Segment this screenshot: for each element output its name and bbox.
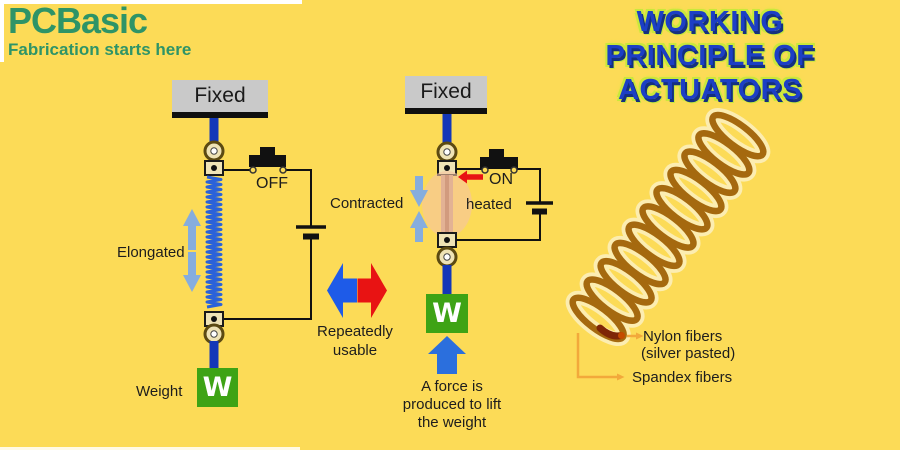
switch-button-icon bbox=[489, 149, 504, 159]
circuit-wire bbox=[224, 238, 312, 320]
clevis-hole-icon bbox=[210, 147, 218, 155]
switch-button-icon bbox=[260, 147, 275, 157]
weight-box-right: W bbox=[426, 294, 468, 333]
repeatedly-usable-caption: Repeatedly usable bbox=[305, 322, 405, 360]
muscle-core-icon bbox=[445, 175, 449, 233]
lift-force-arrow-icon bbox=[428, 336, 466, 374]
right-actuator-diagram bbox=[410, 114, 483, 374]
spandex-fibers-label: Spandex fibers bbox=[632, 369, 733, 386]
nylon-fibers-label: Nylon fibers bbox=[643, 328, 723, 345]
on-label: ON bbox=[489, 171, 513, 188]
weight-box-left: W bbox=[197, 368, 238, 407]
right-circuit bbox=[456, 149, 553, 241]
left-circuit bbox=[224, 147, 326, 320]
caption-line: A force is bbox=[421, 378, 483, 395]
coil-tip-dot-icon bbox=[618, 332, 625, 339]
circuit-wire bbox=[516, 168, 541, 202]
caption-line: the weight bbox=[417, 414, 487, 431]
caption-line: produced to lift bbox=[402, 396, 502, 413]
clevis-hole-icon bbox=[210, 330, 218, 338]
caption-line: Repeatedly bbox=[317, 323, 393, 340]
contracted-label: Contracted bbox=[330, 195, 404, 212]
swap-right-arrow-icon bbox=[357, 263, 387, 318]
spandex-arrowhead-icon bbox=[617, 373, 625, 381]
rod-icon bbox=[209, 341, 219, 368]
switch-terminal-icon bbox=[279, 166, 287, 174]
off-label: OFF bbox=[256, 175, 288, 192]
coil-annotations bbox=[576, 332, 644, 381]
circuit-wire bbox=[285, 169, 312, 226]
switch-cap-icon bbox=[249, 155, 286, 167]
clevis-hole-icon bbox=[443, 148, 451, 156]
weight-label: Weight bbox=[136, 383, 183, 400]
frame-edge-left bbox=[0, 0, 4, 62]
spring-fiber-icon bbox=[205, 175, 223, 309]
rod-icon bbox=[209, 118, 219, 145]
terminal-dot-icon bbox=[211, 316, 217, 322]
frame-edge-top bbox=[0, 0, 302, 4]
caption-line: usable bbox=[332, 342, 378, 359]
clevis-hole-icon bbox=[443, 253, 451, 261]
logo-tagline: Fabrication starts here bbox=[8, 40, 192, 59]
spandex-pointer-line bbox=[576, 333, 617, 379]
switch-terminal-icon bbox=[249, 166, 257, 174]
page-title: WORKING PRINCIPLE OF ACTUATORS bbox=[575, 5, 845, 107]
left-actuator-diagram bbox=[183, 118, 225, 368]
contract-down-arrow-icon bbox=[410, 176, 428, 207]
fixed-anchor-right: Fixed bbox=[405, 76, 487, 114]
terminal-dot-icon bbox=[444, 165, 450, 171]
switch-terminal-icon bbox=[510, 166, 518, 174]
terminal-dot-icon bbox=[211, 165, 217, 171]
fixed-anchor-left: Fixed bbox=[172, 80, 268, 118]
rod-icon bbox=[442, 265, 452, 294]
rod-icon bbox=[442, 114, 452, 144]
switch-terminal-icon bbox=[481, 166, 489, 174]
contract-up-arrow-icon bbox=[410, 211, 428, 242]
force-caption: A force is produced to lift the weight bbox=[392, 378, 512, 432]
pcbasic-logo: PCBasic bbox=[8, 0, 148, 41]
fixed-label: Fixed bbox=[420, 80, 472, 103]
coil-glow bbox=[565, 108, 771, 346]
heated-label: heated bbox=[466, 196, 512, 213]
terminal-dot-icon bbox=[444, 237, 450, 243]
fixed-label: Fixed bbox=[194, 84, 246, 107]
elongate-up-arrow-icon bbox=[183, 209, 201, 250]
title-line: PRINCIPLE OF bbox=[605, 40, 815, 72]
coil-spring-image bbox=[565, 108, 771, 346]
title-line: ACTUATORS bbox=[618, 74, 802, 106]
silver-pasted-label: (silver pasted) bbox=[641, 345, 736, 362]
weight-symbol: W bbox=[432, 298, 462, 329]
weight-symbol: W bbox=[202, 372, 233, 403]
frame-edge-bottom bbox=[0, 447, 300, 450]
elongated-label: Elongated bbox=[117, 244, 185, 261]
repeatable-swap-arrows bbox=[327, 263, 387, 318]
swap-left-arrow-icon bbox=[327, 263, 357, 318]
title-line: WORKING bbox=[636, 6, 784, 38]
switch-cap-icon bbox=[480, 157, 518, 169]
circuit-wire bbox=[456, 213, 541, 241]
current-left-arrow-icon bbox=[458, 170, 483, 184]
nylon-arrowhead-icon bbox=[636, 332, 644, 340]
elongate-down-arrow-icon bbox=[183, 252, 201, 292]
